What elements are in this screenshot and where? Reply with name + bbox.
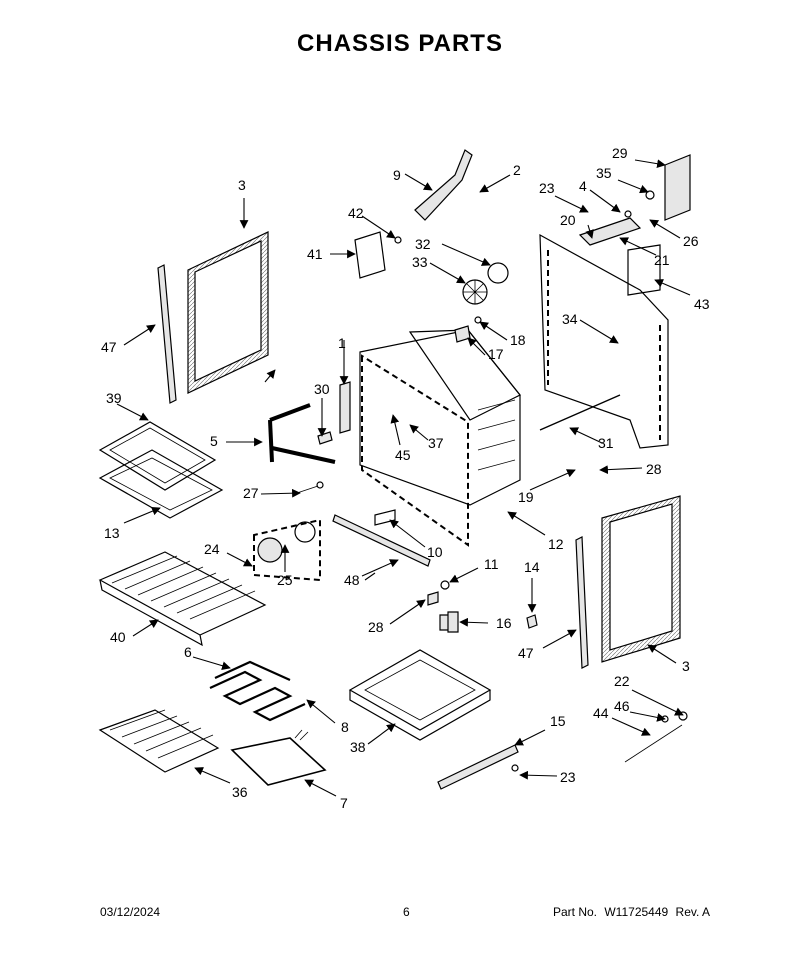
drawer-slide [437,744,519,790]
footer-page-number: 6 [403,905,410,919]
callout: 47 [101,339,117,355]
broil-support [98,709,220,773]
hinge-receiver [317,381,351,445]
callout: 39 [106,390,122,406]
callout: 20 [560,212,576,228]
callout: 22 [614,673,630,689]
callout: 47 [518,645,534,661]
callout: 7 [340,795,348,811]
callout: 9 [393,167,401,183]
callout: 28 [368,619,384,635]
callout: 19 [518,489,534,505]
callout: 44 [593,705,609,721]
door-gasket-left [187,231,269,394]
callout: 17 [488,346,504,362]
callout: 12 [548,536,564,552]
footer-date: 03/12/2024 [100,905,161,919]
callout: 32 [415,236,431,252]
convection-fan [462,262,509,305]
callout: 14 [524,559,540,575]
footer-part-number: Part No. W11725449 Rev. A [553,905,714,919]
callout: 15 [550,713,566,729]
callout: 29 [612,145,628,161]
callout: 11 [484,556,499,572]
vent-shield [354,231,402,279]
callout: 36 [232,784,248,800]
callout: 27 [243,485,259,501]
callout: 30 [314,381,330,397]
callout: 33 [412,254,428,270]
callout: 48 [344,572,360,588]
callout: 43 [694,296,710,312]
light-assembly [253,481,324,582]
terminal-block-assembly [578,154,691,246]
page-title: CHASSIS PARTS [297,30,503,57]
vent-bracket [414,149,473,221]
broil-pan-top [98,421,217,491]
bake-element [209,660,306,722]
callout: 41 [307,246,323,262]
callout: 3 [238,177,246,193]
callout: 25 [277,572,293,588]
callout: 10 [427,544,443,560]
callout: 26 [683,233,699,249]
callout: 40 [110,629,126,645]
storage-drawer [348,649,492,741]
part-number-value: W11725449 [604,905,669,919]
callout: 46 [614,698,630,714]
callout-numbers: 3 47 39 5 13 24 40 6 36 7 8 38 1 30 27 2… [101,145,710,811]
callout: 6 [184,644,192,660]
callout: 18 [510,332,526,348]
callout: 2 [513,162,521,178]
callout: 38 [350,739,366,755]
leader-lines [116,159,691,797]
callout: 37 [428,435,444,451]
callout: 3 [682,658,690,674]
callout: 13 [104,525,120,541]
callout: 23 [560,769,576,785]
revision-label: Rev. A [675,905,710,919]
callout: 4 [579,178,587,194]
power-cord-parts [624,711,688,763]
callout: 31 [598,435,614,451]
callout: 34 [562,311,578,327]
lower-trim [332,509,431,567]
broil-element [230,729,327,786]
door-gasket-right [575,495,681,669]
callout: 45 [395,447,411,463]
callout: 35 [596,165,612,181]
callout: 8 [341,719,349,735]
callout: 24 [204,541,220,557]
rear-panel [539,233,669,449]
gasket-rope [268,403,336,464]
rear-rod [539,394,621,431]
callout: 16 [496,615,512,631]
callout: 42 [348,205,364,221]
side-strip-left [157,264,177,404]
leveling-foot [447,611,459,633]
part-number-label: Part No. [553,905,598,919]
oven-rack [98,551,267,647]
callout: 23 [539,180,555,196]
broil-pan-bottom [98,449,224,519]
callout: 5 [210,433,218,449]
callout: 1 [338,335,346,351]
callout: 21 [654,252,670,268]
callout: 28 [646,461,662,477]
